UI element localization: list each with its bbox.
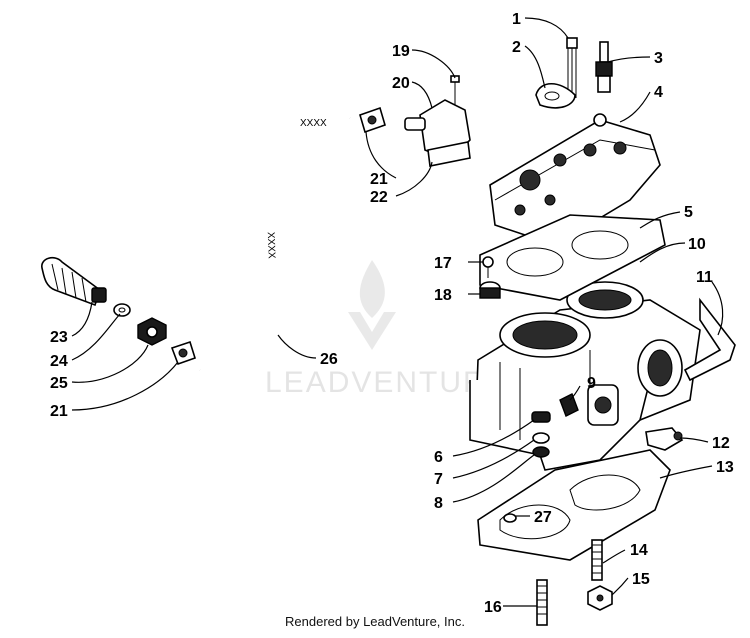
callout-4: 4 xyxy=(654,84,663,101)
callout-22: 22 xyxy=(370,189,388,206)
callout-26: 26 xyxy=(320,351,338,368)
watermark-text: LEADVENTURE xyxy=(265,366,509,399)
callout-12: 12 xyxy=(712,435,730,452)
leader-lines xyxy=(71,17,724,607)
watermark-v-icon xyxy=(348,312,396,350)
callout-10: 10 xyxy=(688,236,706,253)
callouts: 1 2 3 4 5 6 7 8 9 10 11 12 13 14 15 16 1… xyxy=(50,11,734,616)
callout-21-lower: 21 xyxy=(50,403,68,420)
callout-1: 1 xyxy=(512,11,521,28)
callout-9: 9 xyxy=(587,375,596,392)
callout-6: 6 xyxy=(434,449,443,466)
callout-2: 2 xyxy=(512,39,521,56)
callout-11: 11 xyxy=(696,269,713,286)
stud-14 xyxy=(591,539,603,581)
footer-credit: Rendered by LeadVenture, Inc. xyxy=(285,614,465,629)
watermark-flame-icon xyxy=(359,260,385,318)
callout-14: 14 xyxy=(630,542,648,559)
head-gasket xyxy=(479,214,666,301)
nut-15 xyxy=(587,585,613,611)
callout-21-upper: 21 xyxy=(370,171,388,188)
callout-20: 20 xyxy=(392,75,410,92)
callout-17: 17 xyxy=(434,255,452,272)
sealing-washer xyxy=(535,82,576,109)
hose-mark-lower: XXXX xyxy=(265,232,277,259)
hose-mark-upper: XXXX xyxy=(300,118,327,129)
nut-25 xyxy=(137,317,167,346)
callout-13: 13 xyxy=(716,459,734,476)
screw-17 xyxy=(482,256,494,278)
plug-27 xyxy=(503,513,517,523)
elbow-12 xyxy=(645,427,684,451)
bracket-11 xyxy=(683,297,736,382)
hose-clamp-lower xyxy=(170,340,196,366)
callout-8: 8 xyxy=(434,495,443,512)
callout-15: 15 xyxy=(632,571,650,588)
callout-16: 16 xyxy=(484,599,502,616)
fitting-stack xyxy=(531,411,551,458)
hose-fitting-23 xyxy=(41,256,107,307)
stud-16 xyxy=(536,579,548,626)
hose-clamp-upper xyxy=(359,106,386,134)
washer-24 xyxy=(113,303,131,317)
callout-24: 24 xyxy=(50,353,68,370)
spacer-18 xyxy=(479,281,501,299)
callout-27: 27 xyxy=(534,509,552,526)
callout-5: 5 xyxy=(684,204,693,221)
spark-plug xyxy=(595,41,613,93)
callout-23: 23 xyxy=(50,329,68,346)
base-gasket xyxy=(477,449,671,561)
elbow-9 xyxy=(559,393,579,417)
watermark: LEADVENTURE xyxy=(265,260,509,399)
callout-18: 18 xyxy=(434,287,452,304)
thermostat-housing xyxy=(404,75,471,167)
cylinder-head xyxy=(489,113,661,246)
coolant-hose: XXXX XXXX xyxy=(198,107,352,380)
callout-25: 25 xyxy=(50,375,68,392)
callout-19: 19 xyxy=(392,43,410,60)
callout-7: 7 xyxy=(434,471,443,488)
callout-3: 3 xyxy=(654,50,663,67)
cylinder-block xyxy=(469,281,701,471)
